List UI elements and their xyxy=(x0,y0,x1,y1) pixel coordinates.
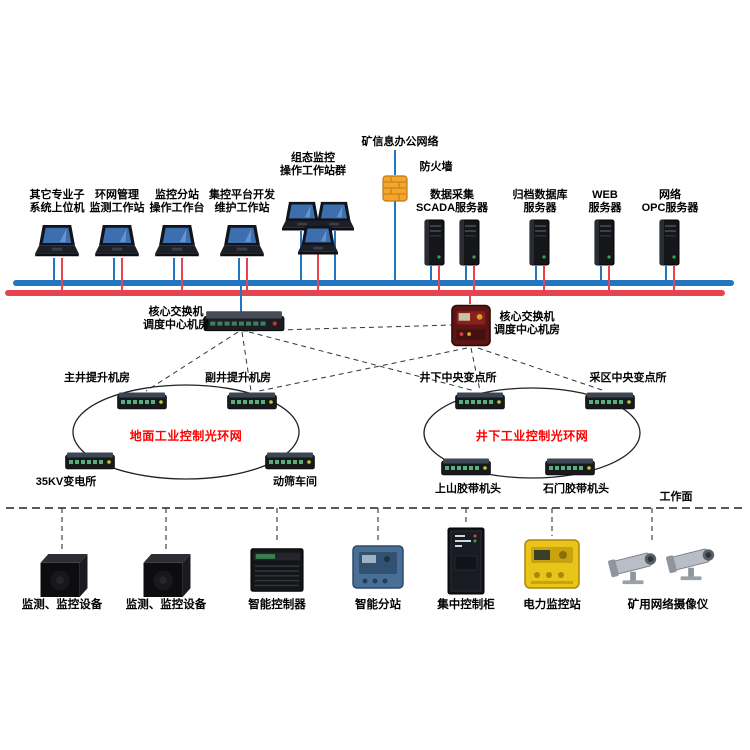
aux-hoist-room-label: 副井提升机房 xyxy=(205,372,271,384)
camera-icon xyxy=(665,544,717,581)
workstation-label-ring-mgmt: 环网管理 监测工作站 xyxy=(89,189,145,215)
ring-node-switch-icon xyxy=(545,458,595,476)
ring-node-switch-icon xyxy=(455,392,505,410)
monitor-device-label-2: 监测、监控设备 xyxy=(125,599,207,611)
ring-node-switch-icon xyxy=(265,452,315,470)
switch-ring-dashed-links xyxy=(145,324,606,392)
control-bus-drop-lines xyxy=(61,254,675,304)
field-device-dashed-links xyxy=(61,508,653,549)
workstation-label-substation-op: 监控分站 操作工作台 xyxy=(149,189,205,215)
server-label-web: WEB 服务器 xyxy=(588,189,622,215)
server-label-scada: 数据采集 SCADA服务器 xyxy=(415,189,489,215)
monitor-cube-icon xyxy=(143,553,191,598)
cabinet-icon xyxy=(447,527,485,595)
substation-35kv-label: 35KV变电所 xyxy=(35,476,97,488)
surface-ring-ellipse xyxy=(72,384,300,480)
monitor-device-label-1: 监测、监控设备 xyxy=(21,599,103,611)
power-box-icon xyxy=(524,539,580,589)
office-bus-drop-lines xyxy=(53,150,667,312)
mining-area-central-label: 采区中央变点所 xyxy=(589,372,667,384)
server-tower-icon xyxy=(459,219,480,266)
laptop-icon xyxy=(220,224,264,257)
surface-ring-title: 地面工业控制光环网 xyxy=(129,429,243,443)
smart-controller-label: 智能控制器 xyxy=(248,599,306,611)
underground-central-label: 井下中央变点所 xyxy=(419,372,497,384)
core-switch-right-label: 核心交换机 调度中心机房 xyxy=(494,311,560,337)
ring-node-switch-icon xyxy=(65,452,115,470)
laptop-icon xyxy=(95,224,139,257)
server-label-opc: 网络 OPC服务器 xyxy=(641,189,699,215)
office-network-label: 矿信息办公网络 xyxy=(361,136,439,148)
working-face-label: 工作面 xyxy=(659,491,693,503)
server-label-archive-db: 归档数据库 服务器 xyxy=(512,189,568,215)
ring-node-switch-icon xyxy=(441,458,491,476)
laptop-icon xyxy=(35,224,79,257)
substation-icon xyxy=(352,545,404,589)
main-hoist-room-label: 主井提升机房 xyxy=(64,372,130,384)
firewall-icon xyxy=(382,175,408,202)
monitor-cube-icon xyxy=(40,553,88,598)
mine-switch-icon xyxy=(451,304,491,347)
server-tower-icon xyxy=(424,219,445,266)
workstation-label-platform-dev: 集控平台开发 维护工作站 xyxy=(209,189,275,215)
laptop-icon xyxy=(155,224,199,257)
camera-icon xyxy=(607,548,659,585)
rack-switch-icon xyxy=(203,310,285,332)
power-monitor-station-label: 电力监控站 xyxy=(523,599,581,611)
screen-workshop-label: 动筛车间 xyxy=(273,476,317,488)
uphill-belt-label: 上山胶带机头 xyxy=(435,483,501,495)
server-tower-icon xyxy=(659,219,680,266)
workstation-group-label: 组态监控 操作工作站群 xyxy=(280,152,346,178)
controller-icon xyxy=(250,548,304,592)
core-switch-left-label: 核心交换机 调度中心机房 xyxy=(143,306,209,332)
firewall-label: 防火墙 xyxy=(419,161,453,173)
network-camera-label: 矿用网络摄像仪 xyxy=(627,599,709,611)
central-control-cabinet-label: 集中控制柜 xyxy=(437,599,495,611)
server-tower-icon xyxy=(529,219,550,266)
underground-ring-title: 井下工业控制光环网 xyxy=(475,429,589,443)
underground-ring-ellipse xyxy=(423,387,641,479)
ring-node-switch-icon xyxy=(585,392,635,410)
shimen-belt-label: 石门胶带机头 xyxy=(543,483,609,495)
smart-substation-label: 智能分站 xyxy=(355,599,401,611)
ring-node-switch-icon xyxy=(117,392,167,410)
ring-node-switch-icon xyxy=(227,392,277,410)
workstation-label-other-subsystem: 其它专业子 系统上位机 xyxy=(29,189,85,215)
server-tower-icon xyxy=(594,219,615,266)
